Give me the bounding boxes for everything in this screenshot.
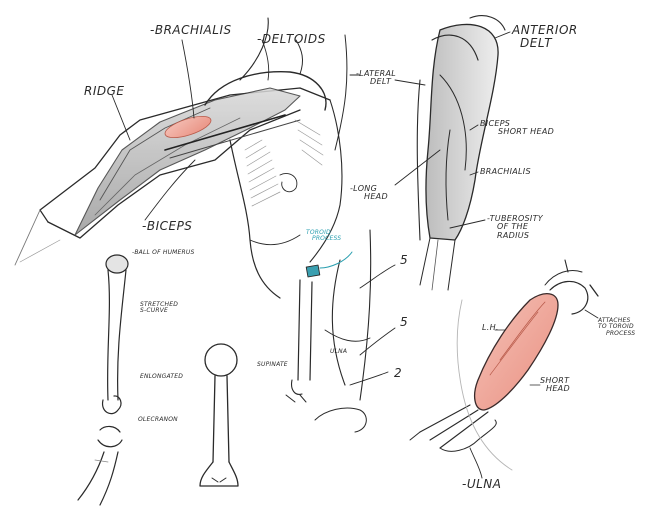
label-anterior-delt-line1: ANTERIOR — [512, 23, 578, 37]
label-anterior-delt: ANTERIOR DELT — [512, 24, 578, 49]
label-anterior-delt-line2: DELT — [520, 35, 553, 50]
label-tuberosity-line1: -TUBEROSITY — [487, 214, 543, 223]
label-number-2: 2 — [394, 366, 403, 380]
label-tuberosity-line3: RADIUS — [497, 230, 530, 240]
label-toroid-line2: PROCESS — [312, 235, 342, 243]
pectoral-hatching — [244, 119, 324, 207]
label-long-head: -LONG HEAD — [350, 184, 388, 202]
upper-arm-study — [394, 15, 511, 291]
label-long-head-line2: HEAD — [364, 192, 388, 202]
label-tuberosity: -TUBEROSITY OF THE RADIUS — [487, 214, 543, 240]
label-biceps-left: -BICEPS — [142, 219, 193, 233]
biceps-detail-study — [409, 259, 599, 479]
label-short-head-right: SHORT HEAD — [540, 376, 570, 394]
arm-mass-shading — [74, 87, 301, 236]
label-lateral-delt-line1: -LATERAL — [356, 69, 397, 78]
label-number-5-top: 5 — [400, 253, 409, 267]
label-biceps-short-head-line2: SHORT HEAD — [498, 127, 555, 137]
label-stretched-line2: S-CURVE — [140, 307, 169, 315]
torso-outline — [229, 139, 281, 299]
label-attaches-line2: TO TOROID — [598, 323, 634, 331]
label-ulna-small: ULNA — [330, 348, 348, 355]
shoulder-arm-study — [14, 17, 361, 299]
label-enlongated: ENLONGATED — [140, 373, 184, 380]
label-toroid-line1: TOROID — [306, 229, 331, 236]
label-biceps-short-head: BICEPS SHORT HEAD — [480, 119, 555, 137]
label-stretched-line1: STRETCHED — [140, 301, 179, 308]
label-short-head-line1: SHORT — [540, 376, 570, 385]
label-tuberosity-line2: OF THE — [497, 222, 529, 232]
label-ulna: -ULNA — [462, 477, 502, 491]
label-short-head-line2: HEAD — [546, 384, 570, 394]
label-attaches-line3: PROCESS — [606, 329, 636, 337]
brachialis-highlight — [164, 115, 212, 139]
label-deltoids: -DELTOIDS — [257, 32, 326, 46]
ulna-diagram — [199, 343, 239, 487]
label-olecranon: OLECRANON — [138, 416, 178, 423]
label-biceps-short-head-line1: BICEPS — [480, 119, 511, 128]
label-attaches-to: ATTACHES TO TOROID PROCESS — [598, 317, 636, 337]
label-stretched-s-curve: STRETCHED S-CURVE — [140, 301, 179, 315]
label-attaches-line1: ATTACHES — [598, 317, 631, 324]
center-arm-bones — [285, 229, 396, 433]
label-brachialis-top: -BRACHIALIS — [150, 23, 232, 37]
deltoid-outline — [204, 71, 327, 111]
forearm-outline — [39, 87, 331, 211]
label-lateral-delt-line2: DELT — [370, 77, 392, 87]
label-lateral-delt: -LATERAL DELT — [356, 69, 397, 87]
upper-arm-shading — [425, 23, 499, 241]
label-long-head-line1: -LONG — [350, 184, 378, 193]
label-toroid-process: TOROID PROCESS — [306, 229, 342, 243]
label-ridge: RIDGE — [84, 84, 125, 98]
label-ball-of-humerus: -BALL OF HUMERUS — [132, 249, 195, 256]
humerus-bone — [77, 254, 129, 506]
biceps-highlight — [473, 293, 559, 411]
label-supinate: SUPINATE — [257, 361, 288, 368]
label-brachialis-right: BRACHIALIS — [480, 167, 531, 176]
label-number-5-mid: 5 — [400, 315, 409, 329]
label-lh: L.H. — [482, 323, 499, 332]
